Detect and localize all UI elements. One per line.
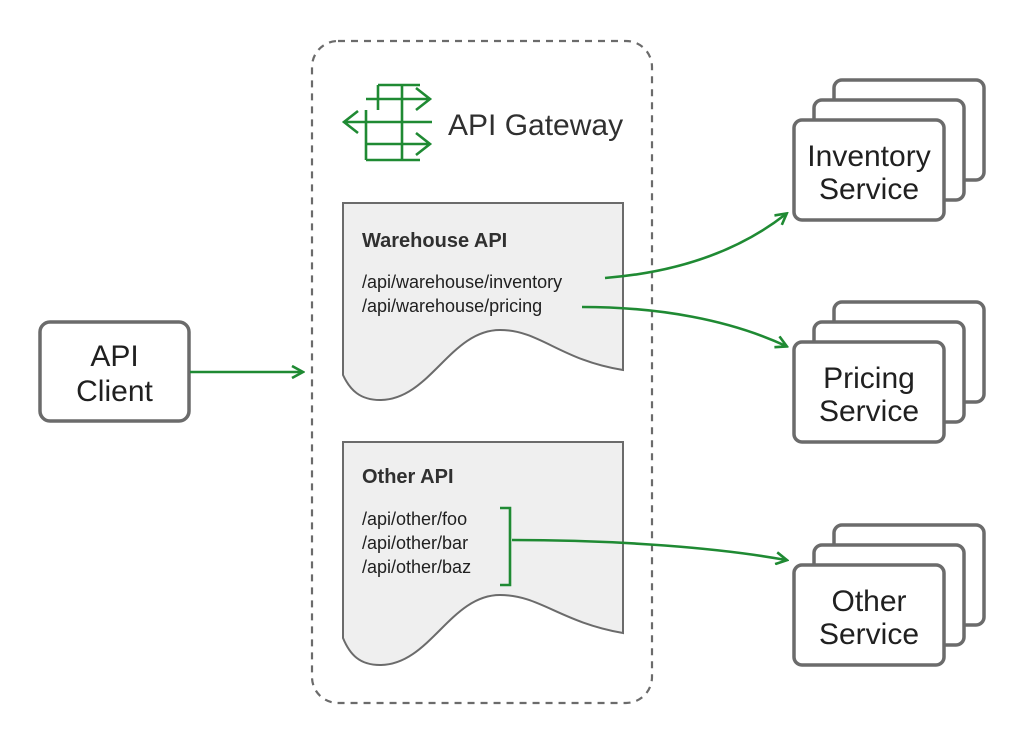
inventory-route-arrow bbox=[604, 214, 786, 280]
other-api-document bbox=[342, 441, 624, 667]
warehouse-api-document bbox=[342, 202, 624, 402]
inventory-service-instance-1 bbox=[792, 118, 946, 222]
gateway-title: API Gateway bbox=[448, 109, 623, 142]
other-route-foo: /api/other/foo bbox=[362, 509, 467, 529]
pricing-route-arrow bbox=[581, 305, 786, 346]
warehouse-route-inventory: /api/warehouse/inventory bbox=[362, 272, 562, 292]
other-service-instance-1 bbox=[792, 563, 946, 667]
gateway-container bbox=[310, 39, 654, 705]
other-routes-bracket bbox=[500, 506, 512, 587]
inventory-service-label-line2: Service bbox=[819, 173, 919, 206]
other-service-stack bbox=[792, 523, 986, 667]
warehouse-route-pricing: /api/warehouse/pricing bbox=[362, 296, 542, 316]
other-route-bar: /api/other/bar bbox=[362, 533, 468, 553]
api-client-label-line1: API bbox=[90, 340, 138, 373]
api-client-box bbox=[38, 320, 191, 423]
inventory-service-label-line1: Inventory bbox=[807, 140, 930, 173]
other-route-arrow bbox=[511, 538, 786, 560]
other-service-label-line1: Other bbox=[831, 585, 906, 618]
gateway-arrows-icon bbox=[341, 83, 433, 162]
api-client-label-line2: Client bbox=[76, 375, 153, 408]
pricing-service-label-line2: Service bbox=[819, 395, 919, 428]
pricing-service-instance-1 bbox=[792, 340, 946, 444]
other-api-title: Other API bbox=[362, 466, 454, 488]
warehouse-api-title: Warehouse API bbox=[362, 230, 507, 252]
other-route-baz: /api/other/baz bbox=[362, 557, 471, 577]
pricing-service-stack bbox=[792, 300, 986, 444]
other-service-label-line2: Service bbox=[819, 618, 919, 651]
inventory-service-stack bbox=[792, 78, 986, 222]
pricing-service-label-line1: Pricing bbox=[823, 362, 915, 395]
